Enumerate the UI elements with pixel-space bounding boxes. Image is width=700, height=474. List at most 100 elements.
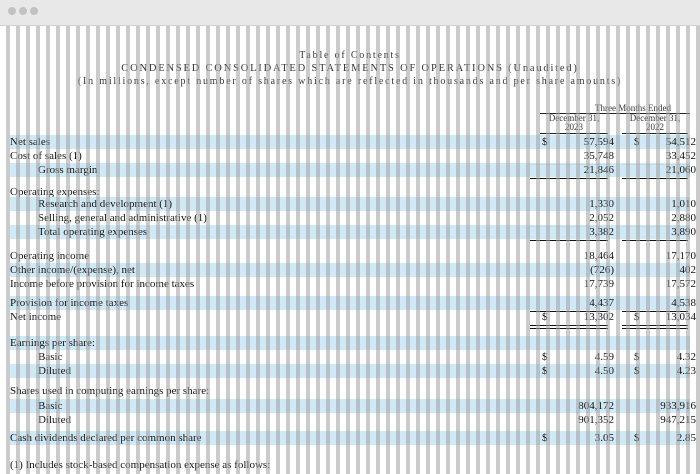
table-row: Selling, general and administrative (1) 2… (10, 211, 696, 225)
value-2023: 35,748 (583, 150, 614, 162)
total-rule (530, 240, 608, 241)
window-titlebar (0, 0, 700, 26)
column-1-header-rule (540, 133, 608, 134)
table-row: Net sales $57,594 $54,512 (10, 135, 696, 149)
row-label: Diluted (38, 365, 71, 377)
value-2023: 804,172 (578, 400, 614, 412)
header-line-1: Table of Contents (299, 50, 401, 61)
row-label: Total operating expenses (38, 226, 148, 238)
table-row: Gross margin 21,846 21,060 (10, 163, 696, 177)
window-minimize-icon[interactable] (19, 7, 27, 15)
value-2022: 4.32 (676, 351, 696, 363)
total-rule (530, 325, 608, 326)
value-2022: 933,916 (660, 400, 696, 412)
row-label: Cost of sales (1) (10, 150, 82, 162)
table-row: (1) Includes stock-based compensation ex… (10, 458, 690, 472)
value-2023: 21,846 (583, 164, 614, 176)
table-row: Diluted 901,352 947,215 (10, 413, 696, 427)
row-label: Other income/(expense), net (10, 264, 135, 276)
row-label: Basic (38, 400, 63, 412)
value-2022: 21,060 (665, 164, 696, 176)
currency-symbol: $ (634, 311, 640, 323)
value-2022: 402 (679, 264, 697, 276)
total-rule (530, 178, 608, 179)
currency-symbol: $ (542, 136, 548, 148)
table-row: Cash dividends declared per common share… (10, 431, 696, 445)
table-row: Operating income 18,464 17,170 (10, 249, 696, 263)
row-label: Basic (38, 351, 63, 363)
value-2022: 2.85 (676, 432, 696, 444)
row-label: Diluted (38, 414, 71, 426)
column-2-header-year: 2022 (646, 122, 664, 132)
table-row: Total operating expenses 3,382 3,890 (10, 225, 696, 239)
value-2022: 4.23 (676, 365, 696, 377)
value-2023: 4,437 (589, 297, 614, 309)
table-row: Basic $4.59 $4.32 (10, 350, 696, 364)
value-2023: 1,330 (589, 198, 614, 210)
table-row: Other income/(expense), net (726) 402 (10, 263, 696, 277)
table-row: Research and development (1) 1,330 1,010 (10, 197, 696, 211)
table-row: Provision for income taxes 4,437 4,538 (10, 296, 696, 310)
column-1-header-year: 2023 (565, 122, 583, 132)
total-rule (622, 325, 688, 326)
double-total-rule (622, 328, 688, 329)
value-2023: 13,302 (583, 311, 614, 323)
value-2022: 2,880 (671, 212, 696, 224)
value-2023: 2,052 (589, 212, 614, 224)
currency-symbol: $ (542, 432, 548, 444)
row-label: Gross margin (38, 164, 98, 176)
table-row: Basic 804,172 933,916 (10, 399, 696, 413)
row-label: Net income (10, 311, 62, 323)
currency-symbol: $ (634, 365, 640, 377)
value-2023: 18,464 (583, 250, 614, 262)
double-total-rule (530, 328, 608, 329)
value-2023: (726) (590, 264, 614, 276)
row-label: Shares used in computing earnings per sh… (10, 385, 210, 397)
value-2022: 54,512 (665, 136, 696, 148)
header-line-2: CONDENSED CONSOLIDATED STATEMENTS OF OPE… (121, 63, 579, 74)
row-label: Research and development (1) (38, 198, 173, 210)
value-2023: 901,352 (578, 414, 614, 426)
value-2022: 947,215 (660, 414, 696, 426)
value-2022: 4,538 (671, 297, 696, 309)
total-rule (622, 240, 688, 241)
document-page: Table of Contents CONDENSED CONSOLIDATED… (0, 26, 700, 474)
window-close-icon[interactable] (8, 7, 16, 15)
currency-symbol: $ (542, 365, 548, 377)
value-2023: 4.59 (594, 351, 614, 363)
table-row: Diluted $4.50 $4.23 (10, 364, 696, 378)
value-2022: 17,572 (665, 278, 696, 290)
value-2023: 4.50 (594, 365, 614, 377)
currency-symbol: $ (542, 311, 548, 323)
window-maximize-icon[interactable] (30, 7, 38, 15)
currency-symbol: $ (542, 351, 548, 363)
row-label: Selling, general and administrative (1) (38, 212, 207, 224)
column-2-header-rule (622, 133, 688, 134)
row-label: Provision for income taxes (10, 297, 129, 309)
value-2023: 3.05 (594, 432, 614, 444)
currency-symbol: $ (634, 136, 640, 148)
row-label: Earnings per share: (10, 337, 95, 349)
table-row: Shares used in computing earnings per sh… (10, 384, 690, 398)
row-label: Cash dividends declared per common share (10, 432, 202, 444)
currency-symbol: $ (634, 351, 640, 363)
value-2023: 3,382 (589, 226, 614, 238)
table-row: Earnings per share: (10, 336, 690, 350)
table-row: Net income $13,302 $13,034 (10, 310, 696, 324)
column-group-label: Three Months Ended (595, 103, 671, 113)
table-row: Income before provision for income taxes… (10, 277, 696, 291)
value-2022: 3,890 (671, 226, 696, 238)
value-2022: 13,034 (665, 311, 696, 323)
row-label: (1) Includes stock-based compensation ex… (10, 459, 271, 471)
row-label: Operating income (10, 250, 90, 262)
value-2023: 57,594 (583, 136, 614, 148)
currency-symbol: $ (634, 432, 640, 444)
total-rule (622, 178, 688, 179)
row-label: Income before provision for income taxes (10, 278, 195, 290)
value-2023: 17,739 (583, 278, 614, 290)
header-line-3: (In millions, except number of shares wh… (77, 76, 623, 87)
value-2022: 17,170 (665, 250, 696, 262)
value-2022: 1,010 (671, 198, 696, 210)
row-label: Net sales (10, 136, 51, 148)
